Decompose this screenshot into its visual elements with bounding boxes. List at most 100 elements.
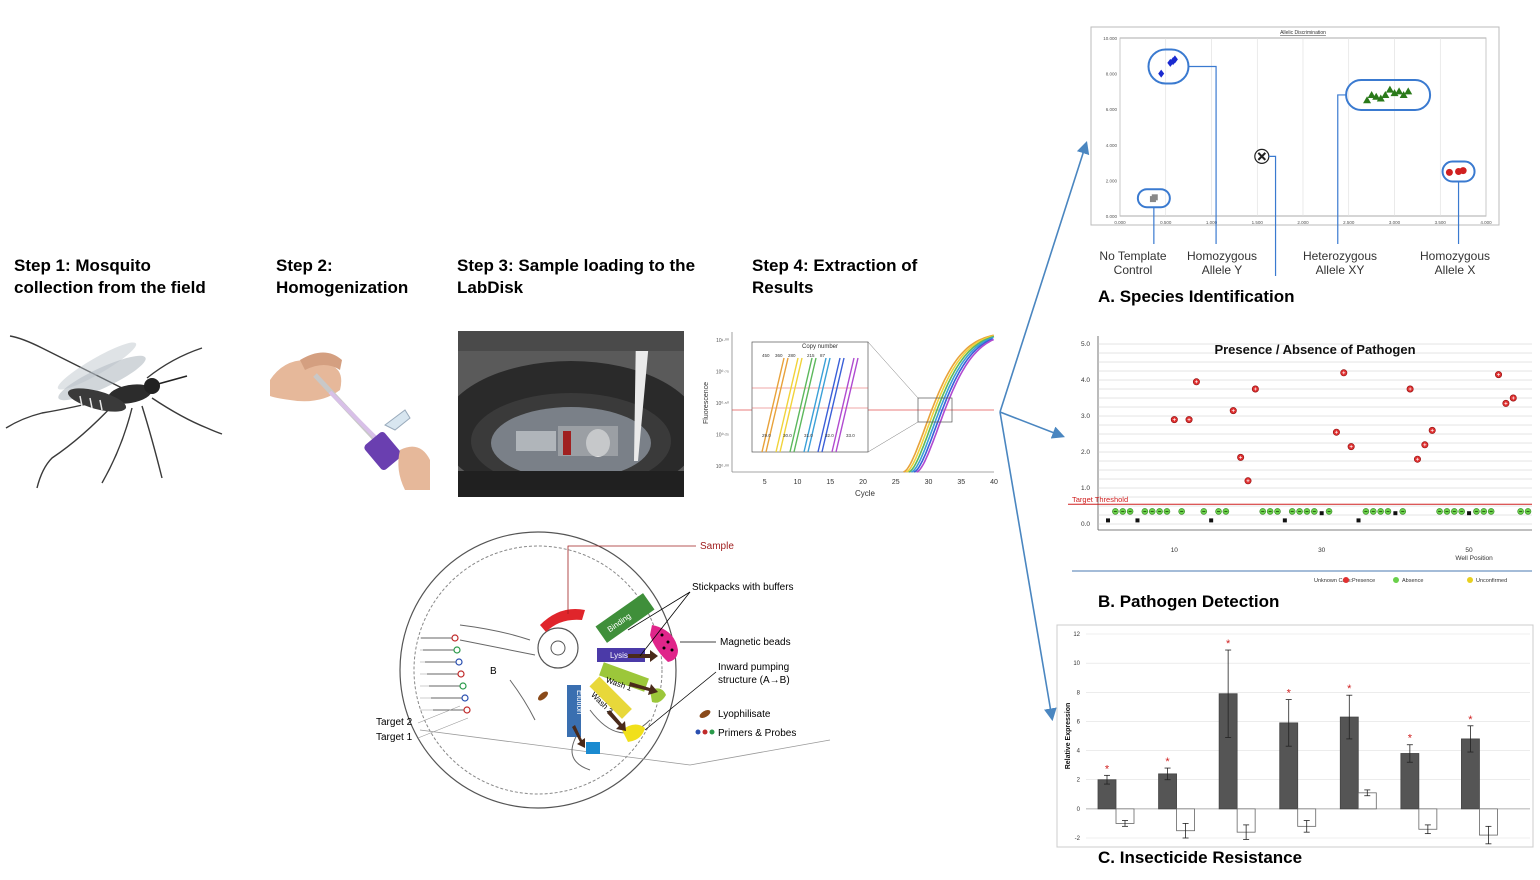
elution-label: Elution (575, 690, 584, 714)
panel-c-title: C. Insecticide Resistance (1098, 848, 1303, 867)
qpcr-y-tick: 10¹·⁰⁰ (716, 338, 729, 344)
qpcr-inset-bottom-tick: 32.0 (825, 433, 834, 438)
qpcr-y-tick: 10⁰·⁰⁰ (716, 464, 729, 470)
lysis-chamber (597, 648, 645, 662)
allele-x-point (1445, 168, 1453, 176)
mosquito-image (5, 335, 223, 489)
panel-a-label: Allele XY (1316, 263, 1365, 276)
qpcr-inset-curve (793, 357, 817, 453)
qpcr-inset-curve (803, 357, 827, 453)
panel-b-x-tick: 50 (1465, 547, 1473, 554)
significance-asterisk: * (1105, 763, 1110, 775)
panel-b-y-tick: 0.0 (1081, 521, 1090, 528)
legend-presence-icon (1343, 577, 1349, 583)
allele-xy-point (1372, 92, 1381, 100)
panel-b-xlabel: Well Position (1455, 555, 1493, 562)
panel-a-y-tick: 10.000 (1103, 36, 1117, 41)
qpcr-curve (905, 335, 994, 473)
qpcr-inset-curve (821, 357, 845, 453)
step2-title: Step 2: Homogenization (276, 256, 409, 297)
inward-pumping-label-2: structure (A→B) (718, 675, 790, 686)
ntc-marker (1209, 518, 1214, 523)
threshold-label: Target Threshold (1072, 495, 1128, 504)
ntc-marker (1356, 518, 1361, 523)
lyophilisate-label: Lyophilisate (718, 709, 771, 720)
qpcr-inset-top-tick: 450 (762, 353, 770, 358)
allele-y-point (1170, 57, 1177, 66)
significance-asterisk: * (1287, 688, 1292, 700)
allele-xy-point (1367, 90, 1376, 98)
panel-a-label: Homozygous (1187, 249, 1257, 263)
step3-title: Step 3: Sample loading to the LabDisk (457, 256, 696, 297)
target-well (455, 658, 463, 666)
qpcr-x-tick: 20 (859, 479, 867, 486)
qpcr-inset-bottom-tick: 33.0 (846, 433, 855, 438)
binding-chamber (595, 593, 655, 643)
allele-xy-point (1376, 94, 1385, 102)
allele-xy-point (1385, 85, 1394, 93)
lysis-label: Lysis (610, 651, 628, 660)
panel-b-x-tick: 30 (1318, 547, 1326, 554)
elution-chamber (567, 685, 581, 737)
qpcr-inset-title: Copy number (802, 344, 838, 350)
qpcr-inset-bottom-tick: 29.0 (762, 433, 771, 438)
labdisk-loading-image (458, 331, 684, 497)
primers-probes-label: Primers & Probes (718, 728, 796, 739)
target-well (451, 634, 459, 642)
target-well (457, 670, 465, 678)
qpcr-x-tick: 25 (892, 479, 900, 486)
ntc-marker (1467, 511, 1472, 516)
qpcr-inset-curve (779, 357, 803, 453)
legend-unconfirmed: Unconfirmed (1476, 578, 1507, 584)
qpcr-inset-bottom-tick: 31.0 (804, 433, 813, 438)
panel-c-y-tick: 2 (1077, 778, 1081, 784)
qpcr-ylabel: Fluorescence (703, 382, 710, 424)
panel-b-y-tick: 2.0 (1081, 449, 1090, 456)
qpcr-inset-top-tick: 87 (820, 353, 826, 358)
panel-c-y-tick: 0 (1077, 807, 1081, 813)
qpcr-inset-curve (835, 357, 859, 453)
qpcr-curve (913, 338, 994, 473)
allele-xy-point (1381, 90, 1390, 98)
qpcr-inset-bottom-tick: 30.0 (783, 433, 792, 438)
panel-b-y-tick: 3.0 (1081, 413, 1090, 420)
step4-title: Step 4: Extraction of Results (752, 256, 918, 297)
qpcr-x-tick: 40 (990, 479, 998, 486)
qpcr-x-tick: 5 (763, 479, 767, 486)
legend-unconfirmed-icon (1467, 577, 1473, 583)
panel-c-y-tick: -2 (1075, 836, 1081, 842)
ntc-marker (1135, 518, 1140, 523)
panel-b-plot-title: Presence / Absence of Pathogen (1214, 342, 1415, 357)
panel-b-y-tick: 1.0 (1081, 485, 1090, 492)
significance-asterisk: * (1226, 638, 1231, 650)
qpcr-inset-top-tick: 360 (775, 353, 783, 358)
sample-label: Sample (700, 541, 734, 552)
panel-c-ylabel: Relative Expression (1065, 703, 1072, 770)
disk-hub (537, 627, 579, 669)
qpcr-inset-curve (817, 357, 841, 453)
panel-a-x-tick: 4.000 (1480, 220, 1492, 225)
qpcr-x-tick: 35 (957, 479, 965, 486)
panel-a-x-tick: 1.500 (1252, 220, 1264, 225)
target-well (453, 646, 461, 654)
allele-xy-point (1399, 90, 1408, 98)
ntc-marker (1282, 518, 1287, 523)
panel-a-x-tick: 3.500 (1435, 220, 1447, 225)
magnetic-beads-label: Magnetic beads (720, 637, 791, 648)
qpcr-y-tick: 10⁰·⁷⁵ (716, 370, 729, 376)
allele-xy-point (1395, 87, 1404, 95)
allele-xy-point (1404, 87, 1413, 95)
step1-title: Step 1: Mosquito collection from the fie… (14, 256, 206, 297)
ntc-point (1151, 194, 1158, 201)
qpcr-inset-curve (789, 357, 813, 453)
disk-outline (399, 531, 677, 809)
panel-a-label: Allele Y (1202, 263, 1242, 276)
allele-y-ring (1147, 48, 1190, 85)
qpcr-inset-curve (775, 357, 799, 453)
panel-a-plot-title: Allelic Discrimination (1280, 30, 1326, 36)
qpcr-xlabel: Cycle (855, 489, 876, 498)
significance-asterisk: * (1165, 756, 1170, 768)
